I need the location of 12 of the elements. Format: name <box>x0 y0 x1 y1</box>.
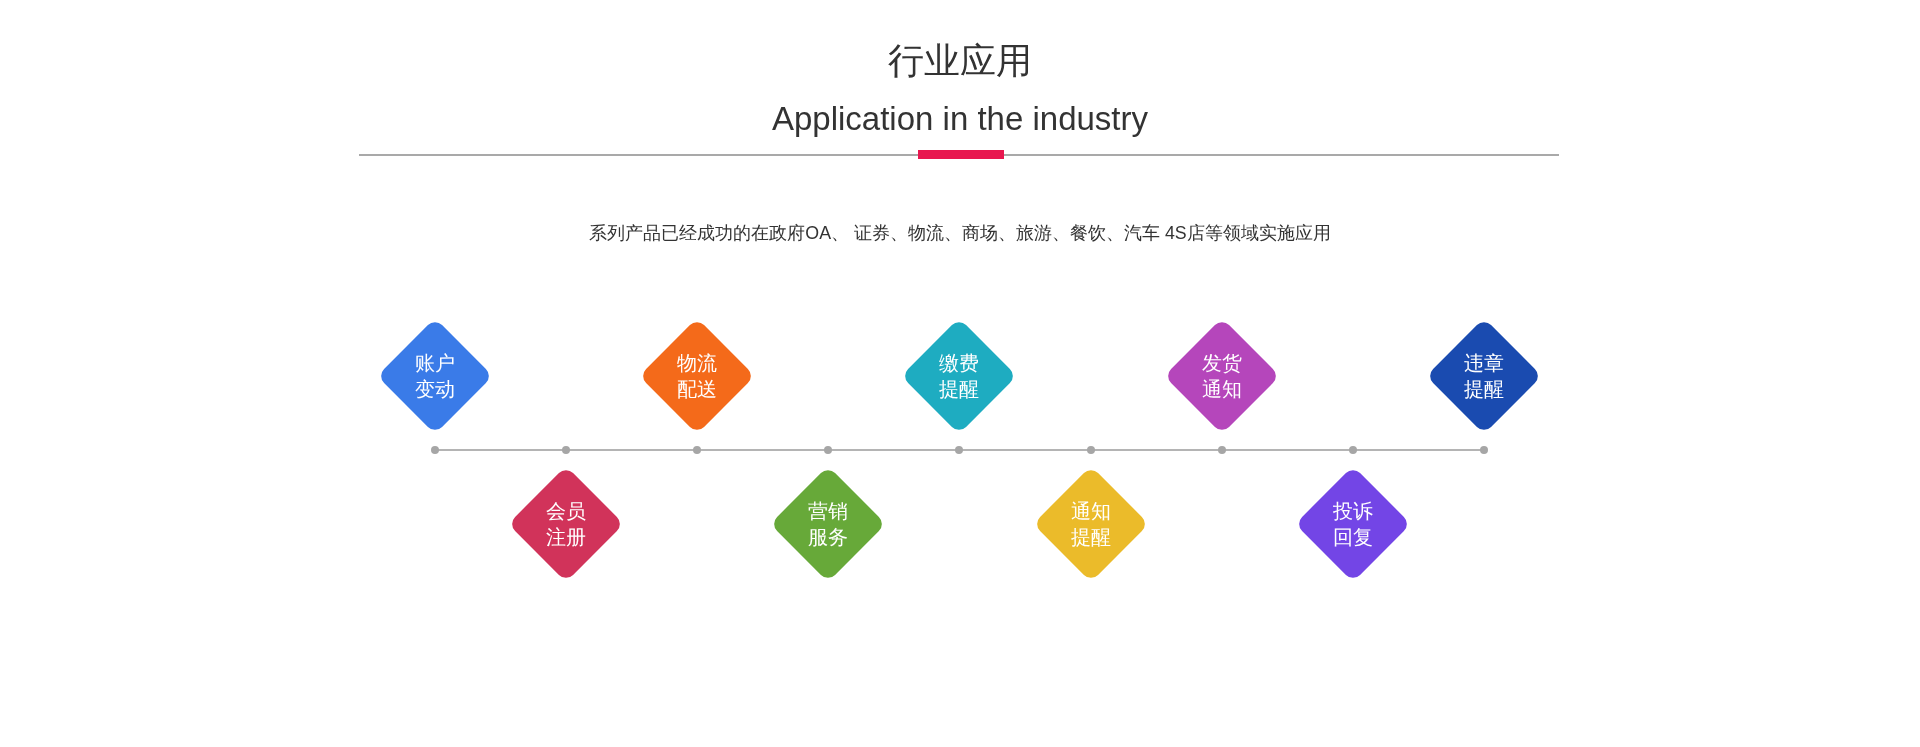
node-label: 账户变动 <box>414 351 456 402</box>
section-title: 行业应用 <box>888 40 1032 82</box>
node-label: 营销服务 <box>807 499 849 550</box>
node-label: 通知提醒 <box>1070 499 1111 550</box>
node-label: 物流配送 <box>676 351 718 402</box>
node-label: 投诉回复 <box>1332 499 1374 550</box>
node-label: 发货通知 <box>1201 351 1243 402</box>
node-label: 违章提醒 <box>1463 351 1505 402</box>
description-text: 系列产品已经成功的在政府OA、 证券、物流、商场、旅游、餐饮、汽车 4S店等领域实施应用 <box>589 222 1331 245</box>
node-label: 缴费提醒 <box>938 351 980 402</box>
section-subtitle: Application in the industry <box>771 99 1149 139</box>
node-label: 会员注册 <box>545 499 587 550</box>
